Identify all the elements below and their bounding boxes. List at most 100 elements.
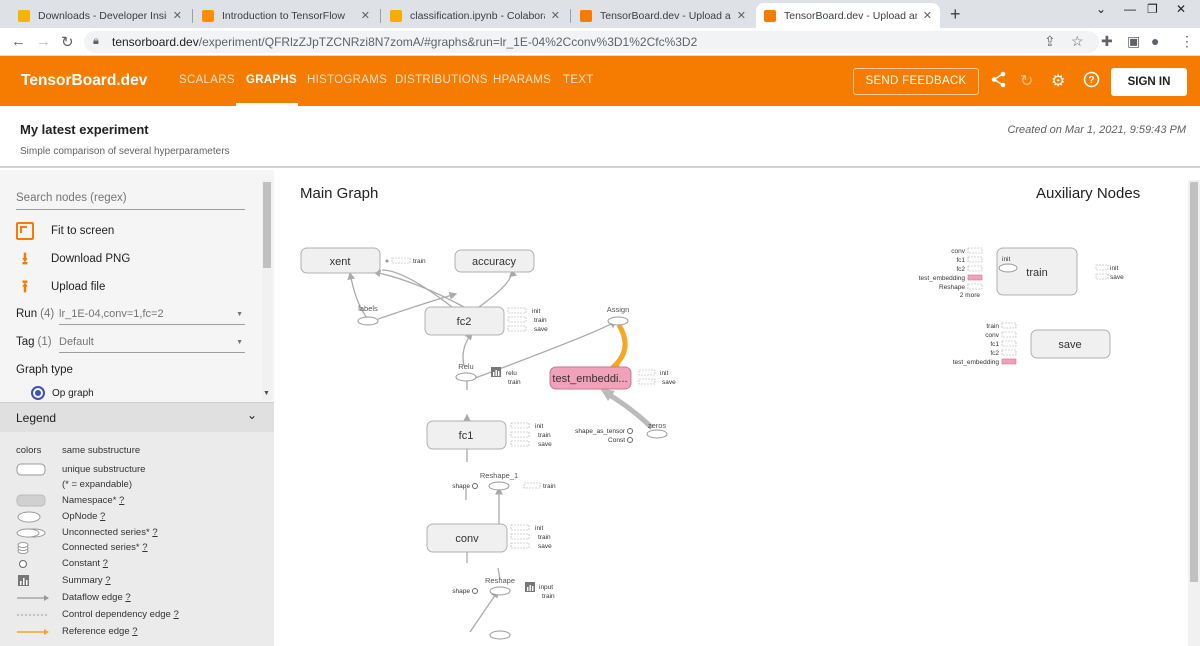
op-reshape-1[interactable]: Reshape_1 shape train (452, 471, 556, 491)
svg-text:init: init (1110, 265, 1119, 272)
menu-kebab-icon[interactable]: ⋮ (1180, 33, 1194, 49)
graph-scrollbar-thumb[interactable] (1190, 182, 1198, 582)
node-fc2-label: fc2 (457, 316, 472, 328)
chevron-down-icon[interactable]: ⌄ (247, 408, 258, 422)
tensorboard-logo[interactable]: TensorBoard.dev (21, 72, 148, 89)
nav-tab-histograms[interactable]: HISTOGRAMS (307, 74, 388, 86)
reference-help-link[interactable]: ? (132, 626, 138, 637)
back-arrow-icon[interactable]: ← (11, 33, 26, 50)
browser-tab-1[interactable]: Downloads - Developer Insider ✕ (10, 3, 190, 28)
nav-tab-text[interactable]: TEXT (563, 74, 594, 86)
op-zeros[interactable]: zeros shape_as_tensor Const (575, 421, 668, 444)
settings-gear-icon[interactable]: ⚙ (1051, 73, 1066, 90)
refresh-icon[interactable]: ↻ (1020, 73, 1034, 90)
node-conv[interactable]: conv (426, 523, 508, 553)
legend-header[interactable]: Legend ⌄ (0, 402, 274, 432)
tab-search-chevron-icon[interactable]: ⌄ (1096, 2, 1107, 16)
reload-icon[interactable]: ↻ (61, 34, 74, 51)
bookmark-star-icon[interactable]: ☆ (1071, 33, 1084, 49)
close-icon[interactable]: ✕ (550, 10, 560, 22)
browser-tab-3[interactable]: classification.ipynb - Colaborato ✕ (382, 3, 568, 28)
svg-text:init: init (535, 525, 544, 532)
tensorboard-favicon-icon (580, 9, 592, 22)
node-accuracy[interactable]: accuracy (454, 249, 535, 273)
graph-canvas[interactable]: Main Graph Auxiliary Nodes (274, 170, 1200, 646)
sign-in-button[interactable]: SIGN IN (1111, 68, 1187, 96)
op-relu[interactable]: Relu relu train (455, 362, 521, 386)
opnode-help-link[interactable]: ? (100, 511, 106, 522)
fit-to-screen-button[interactable]: Fit to screen (16, 222, 114, 240)
new-tab-plus-icon[interactable]: + (950, 4, 961, 24)
scroll-down-arrow-icon[interactable]: ▼ (263, 390, 270, 397)
svg-text:save: save (538, 543, 552, 550)
svg-text:train: train (538, 534, 551, 541)
op-input-placeholder[interactable] (489, 630, 511, 640)
share-icon[interactable]: ⇪ (1044, 33, 1056, 49)
url-omnibox[interactable]: 🔒︎ tensorboard.dev/experiment/QFRlzZJpTZ… (84, 31, 1099, 53)
nav-tab-scalars[interactable]: SCALARS (179, 74, 235, 86)
extensions-puzzle-icon[interactable]: ✚ (1101, 33, 1113, 49)
op-reshape[interactable]: Reshape shape input train (452, 576, 555, 600)
node-test-embedding[interactable]: test_embeddi... (549, 366, 632, 390)
search-nodes-input[interactable]: Search nodes (regex) (16, 192, 245, 210)
experiment-title: My latest experiment (20, 122, 149, 137)
browser-tab-2[interactable]: Introduction to TensorFlow ✕ (194, 3, 378, 28)
tensorflow-favicon-icon (202, 9, 214, 22)
share-icon[interactable] (990, 71, 1007, 93)
summary-help-link[interactable]: ? (105, 575, 111, 586)
sidepanel-icon[interactable]: ▣ (1127, 33, 1141, 49)
control-help-link[interactable]: ? (173, 609, 179, 620)
nav-tab-distributions[interactable]: DISTRIBUTIONS (395, 74, 488, 86)
constant-help-link[interactable]: ? (102, 558, 108, 569)
node-fc2[interactable]: fc2 (424, 306, 505, 336)
forward-arrow-icon[interactable]: → (36, 33, 51, 50)
svg-text:conv: conv (951, 248, 965, 255)
close-icon[interactable]: ✕ (172, 10, 182, 22)
tag-select[interactable]: Default ▼ (59, 336, 245, 353)
nav-tab-hparams[interactable]: HPARAMS (493, 74, 552, 86)
close-icon[interactable]: ✕ (360, 10, 370, 22)
download-png-button[interactable]: ⭳ Download PNG (16, 250, 130, 268)
dataflow-edge-icon (17, 595, 49, 601)
browser-tab-4[interactable]: TensorBoard.dev - Upload and Sh ✕ (572, 3, 754, 28)
sidebar-scrollbar[interactable]: ▼ (262, 180, 272, 400)
conv-stubs: init train save (510, 524, 552, 550)
svg-text:Reshape: Reshape (939, 284, 965, 291)
aux-node-save[interactable]: save (1030, 329, 1111, 359)
window-close-icon[interactable]: ✕ (1176, 2, 1187, 16)
download-arrow-icon: ⭳ (22, 249, 28, 268)
svg-text:train: train (538, 432, 551, 439)
unconnected-series-icon (16, 528, 46, 538)
run-select[interactable]: lr_1E-04,conv=1,fc=2 ▼ (59, 308, 245, 325)
upload-file-button[interactable]: ⭱ Upload file (16, 278, 105, 296)
op-labels[interactable]: labels (357, 304, 379, 326)
svg-text:train: train (986, 323, 999, 330)
restore-icon[interactable]: ❐ (1147, 2, 1158, 16)
connected-series-icon (17, 542, 29, 554)
profile-avatar-icon[interactable]: ● (1151, 33, 1160, 49)
upload-arrow-icon: ⭱ (22, 277, 28, 296)
node-xent[interactable]: xent (300, 247, 381, 274)
close-icon[interactable]: ✕ (922, 10, 932, 22)
nav-tab-graphs[interactable]: GRAPHS (246, 74, 298, 86)
node-fc1[interactable]: fc1 (426, 420, 507, 450)
close-icon[interactable]: ✕ (736, 10, 746, 22)
svg-text:2 more: 2 more (960, 292, 981, 299)
namespace-help-link[interactable]: ? (119, 495, 125, 506)
svg-text:train: train (542, 593, 555, 600)
svg-text:save: save (538, 441, 552, 448)
graph-scrollbar[interactable] (1188, 180, 1200, 646)
unconnected-help-link[interactable]: ? (152, 527, 158, 538)
dataflow-help-link[interactable]: ? (125, 592, 131, 603)
tab-title: TensorBoard.dev - Upload and Sh (784, 9, 917, 22)
minimize-icon[interactable]: — (1124, 2, 1136, 16)
browser-tab-5-active[interactable]: TensorBoard.dev - Upload and Sh ✕ (756, 3, 940, 28)
sidebar-scrollbar-thumb[interactable] (263, 182, 271, 268)
op-assign[interactable]: Assign (607, 305, 630, 326)
svg-text:?: ? (1088, 75, 1094, 86)
help-icon[interactable]: ? (1083, 71, 1100, 93)
aux-node-train[interactable]: train init (996, 247, 1078, 296)
op-graph-radio[interactable] (31, 386, 45, 400)
send-feedback-button[interactable]: SEND FEEDBACK (853, 68, 979, 95)
connected-help-link[interactable]: ? (142, 542, 148, 553)
